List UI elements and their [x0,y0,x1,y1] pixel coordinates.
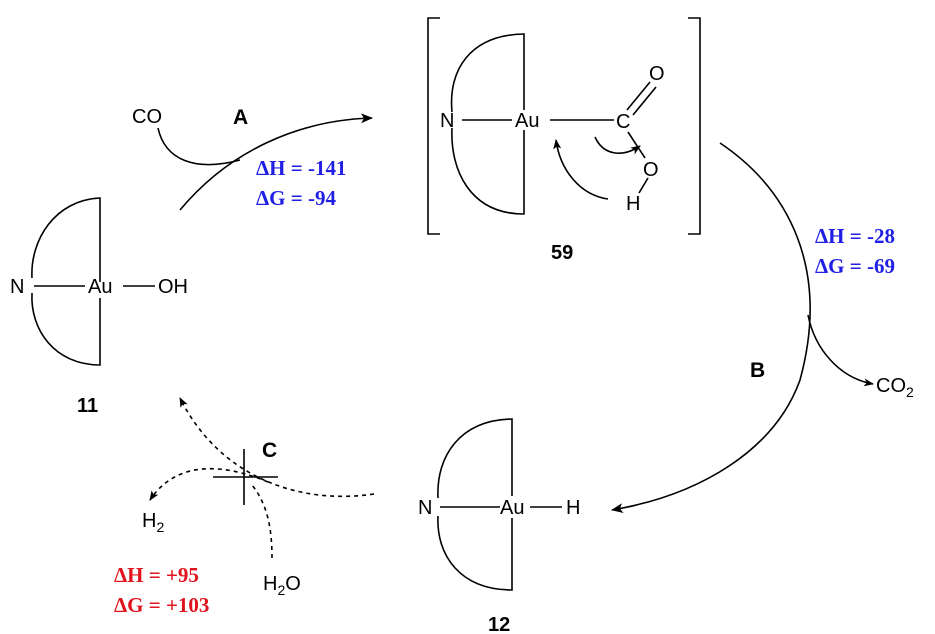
c-o-double-bond-1 [626,81,651,111]
ligand-arc-lower [437,515,513,591]
complex-59: N Au C O O H 59 [427,17,701,264]
complex-11: N Au OH 11 [10,197,188,417]
arrow-step-c [179,397,375,498]
co2-outgoing-curve [807,314,874,387]
step-a: CO A ΔH = -141 ΔG = -94 [132,106,373,211]
c-o-single-bond [627,131,646,159]
atom-h: H [566,497,580,519]
step-c: C H2 H2O ΔH = +95 ΔG = +103 [114,397,375,617]
free-energy-c: ΔG = +103 [114,593,209,617]
reagent-h2o: H2O [263,573,301,598]
enthalpy-a: ΔH = -141 [256,156,346,180]
free-energy-a: ΔG = -94 [256,186,336,210]
atom-n: N [418,497,432,519]
product-h2: H2 [142,510,164,535]
atom-h: H [626,193,640,215]
compound-label-11: 11 [77,395,98,417]
electron-arrow-c-o [594,136,641,155]
electron-arrow-h-au [553,139,609,200]
step-label-a: A [233,106,248,129]
atom-n: N [440,110,454,132]
compound-label-59: 59 [551,242,573,264]
reagent-co: CO [132,106,162,128]
ligand-oh: OH [158,276,188,298]
atom-o-carbonyl: O [649,63,665,85]
atom-n: N [10,276,24,298]
h2-release-curve [149,467,269,501]
ligand-arc-lower [31,292,101,366]
atom-au: Au [500,497,524,519]
ligand-arc-lower [451,127,525,215]
bracket-left [427,17,440,235]
bracket-right [688,17,701,235]
atom-au: Au [88,276,112,298]
c-o-double-bond-2 [632,86,657,116]
ligand-arc-upper [437,418,513,499]
enthalpy-b: ΔH = -28 [815,224,895,248]
atom-au: Au [515,110,539,132]
compound-label-12: 12 [488,614,510,634]
complex-12: N Au H 12 [418,418,580,634]
arrow-step-a [179,113,373,211]
ligand-arc-upper [31,197,101,282]
product-co2: CO2 [876,375,914,400]
atom-c: C [616,111,630,133]
h2o-incoming-curve [251,484,273,559]
step-b: B CO2 ΔH = -28 ΔG = -69 [611,142,914,514]
ligand-arc-upper [450,33,525,113]
arrow-step-b [611,142,811,514]
step-label-b: B [750,359,765,382]
enthalpy-c: ΔH = +95 [114,563,199,587]
o-h-bond [638,177,649,194]
free-energy-b: ΔG = -69 [815,254,895,278]
step-label-c: C [262,439,277,462]
atom-o-hydroxyl: O [643,159,659,181]
co-incoming-curve [157,127,241,166]
